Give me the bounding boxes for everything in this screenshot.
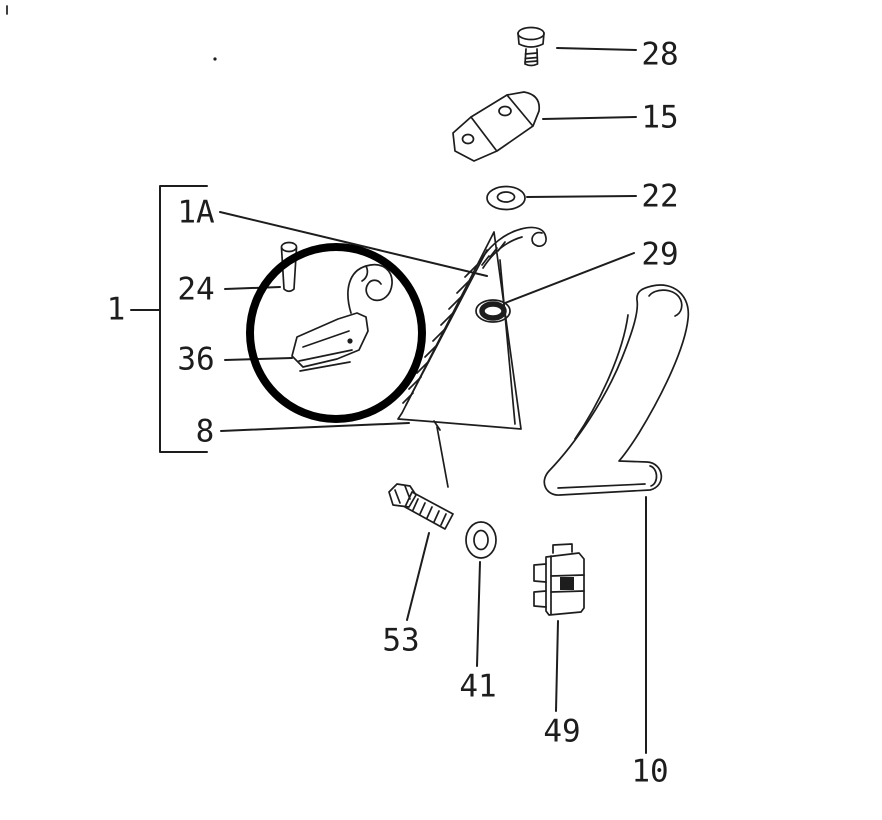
hex-bolt-icon [388,483,454,530]
pillar-panel-icon [397,226,547,488]
clip-top-tab [552,543,573,554]
callout-1: 1 [106,291,126,328]
leader-lines [219,47,647,754]
callout-53: 53 [382,622,420,659]
callout-1A: 1A [177,194,215,231]
clip-lock-window [560,577,574,590]
flat-washer-icon [486,185,526,211]
clip-cross-lines [550,574,585,593]
clip-body [545,552,585,616]
panel-hanging-pin [433,420,449,488]
callout-41: 41 [459,668,497,705]
panel-tab-curl [531,231,543,244]
ring-washer-icon [465,521,497,559]
screw-head-top [517,26,545,41]
trim-blade-line [557,483,646,489]
leader-8 [220,422,410,432]
trim-top-cap [648,289,683,317]
callout-22: 22 [641,178,679,215]
pin-top [280,241,298,253]
trim-outline [543,284,690,496]
bracket-outline [452,91,541,162]
latch-hook [347,263,393,314]
leader-36 [224,357,293,361]
callout-29: 29 [641,236,679,273]
bolt-shaft [404,491,454,530]
clip-flange-top [533,563,547,583]
leader-28 [556,47,637,51]
callout-8: 8 [195,413,215,450]
screw-threads [524,52,539,63]
pillar-trim-strip-icon [543,284,690,496]
assembly-group-bracket [130,185,208,453]
panel-hatching [402,264,478,404]
callout-49: 49 [543,713,581,750]
callout-28: 28 [641,36,679,73]
print-artifacts [6,5,217,61]
leader-49 [555,620,559,712]
ring-inner [473,529,489,551]
bolt-threads [412,498,447,526]
panel-top-tab [478,226,547,264]
callout-15: 15 [641,99,679,136]
grommet-outer [475,299,511,323]
ring-outer [465,521,497,559]
callout-36: 36 [177,341,215,378]
washer-outer [486,185,526,211]
callout-10: 10 [631,753,669,790]
panel-tab-hatching [481,241,506,266]
bracket-line [159,185,208,453]
latch-hook-notch [361,265,369,282]
latch-lever-icon [291,263,393,372]
leader-29 [504,252,635,304]
leader-24 [224,286,281,290]
leader-1A [219,211,488,277]
latch-body-lines [298,330,353,362]
bracket-hole-1 [498,105,512,117]
leader-41 [476,561,481,667]
bolt-head [388,483,417,508]
screw-head-side [517,32,545,48]
leader-53 [406,532,430,621]
leader-22 [526,195,637,198]
latch-body [291,312,369,368]
clip-flange-bottom [533,590,547,608]
panel-inner-right [499,259,516,425]
grommet-ring [479,301,507,321]
highlight-circle [246,243,426,423]
panel-outline [397,231,522,430]
trim-thickness-line [574,314,629,440]
latch-pivot-dot [347,338,353,344]
washer-inner [496,191,516,203]
latch-base-line [299,361,351,372]
mounting-bracket-icon [452,91,541,162]
bracket-hole-2 [461,133,475,145]
retaining-clip-icon [533,543,585,616]
screw-icon [517,26,545,67]
bracket-bend-lines [470,94,533,151]
callout-24: 24 [177,271,215,308]
leader-15 [542,116,637,120]
speck [213,57,217,61]
trim-bottom-cap [649,465,658,487]
